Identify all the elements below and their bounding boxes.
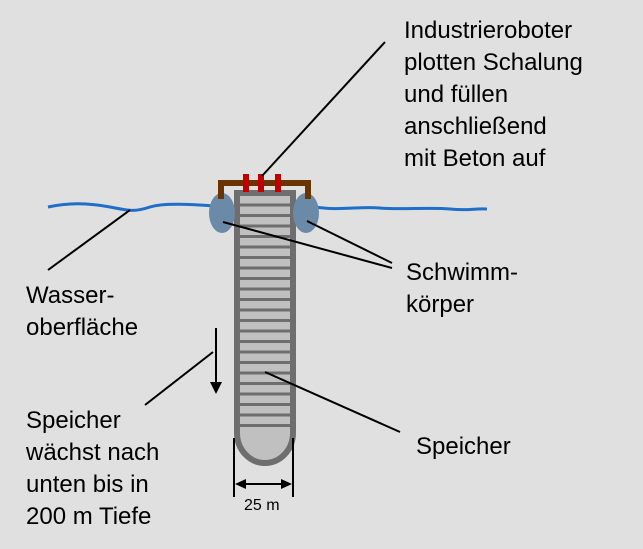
nozzle [258,174,264,192]
water-label: Wasser- oberfläche [26,282,138,341]
leader-line-float-left [222,221,393,269]
growth-label: Speicher wächst nach unten bis in 200 m … [25,407,166,530]
leader-line-float-right [306,220,393,264]
storage-label: Speicher [416,433,511,460]
leader-line-growth [144,351,214,406]
width-label: 25 m [244,497,280,514]
leader-line-robot [261,41,386,177]
floats-label: Schwimm- körper [406,259,525,318]
nozzle [275,174,281,192]
robot-label: Industrieroboter plotten Schalung und fü… [404,17,589,172]
leader-line-storage [264,371,401,433]
arrow-head-down-icon [210,382,222,394]
arrow-head-right-icon [281,479,292,489]
water-surface-right [314,205,488,212]
nozzle [243,174,249,192]
robot-frame [218,180,311,199]
leader-line-water [47,209,131,271]
water-surface-left [47,202,216,212]
arrow-head-left-icon [235,479,246,489]
